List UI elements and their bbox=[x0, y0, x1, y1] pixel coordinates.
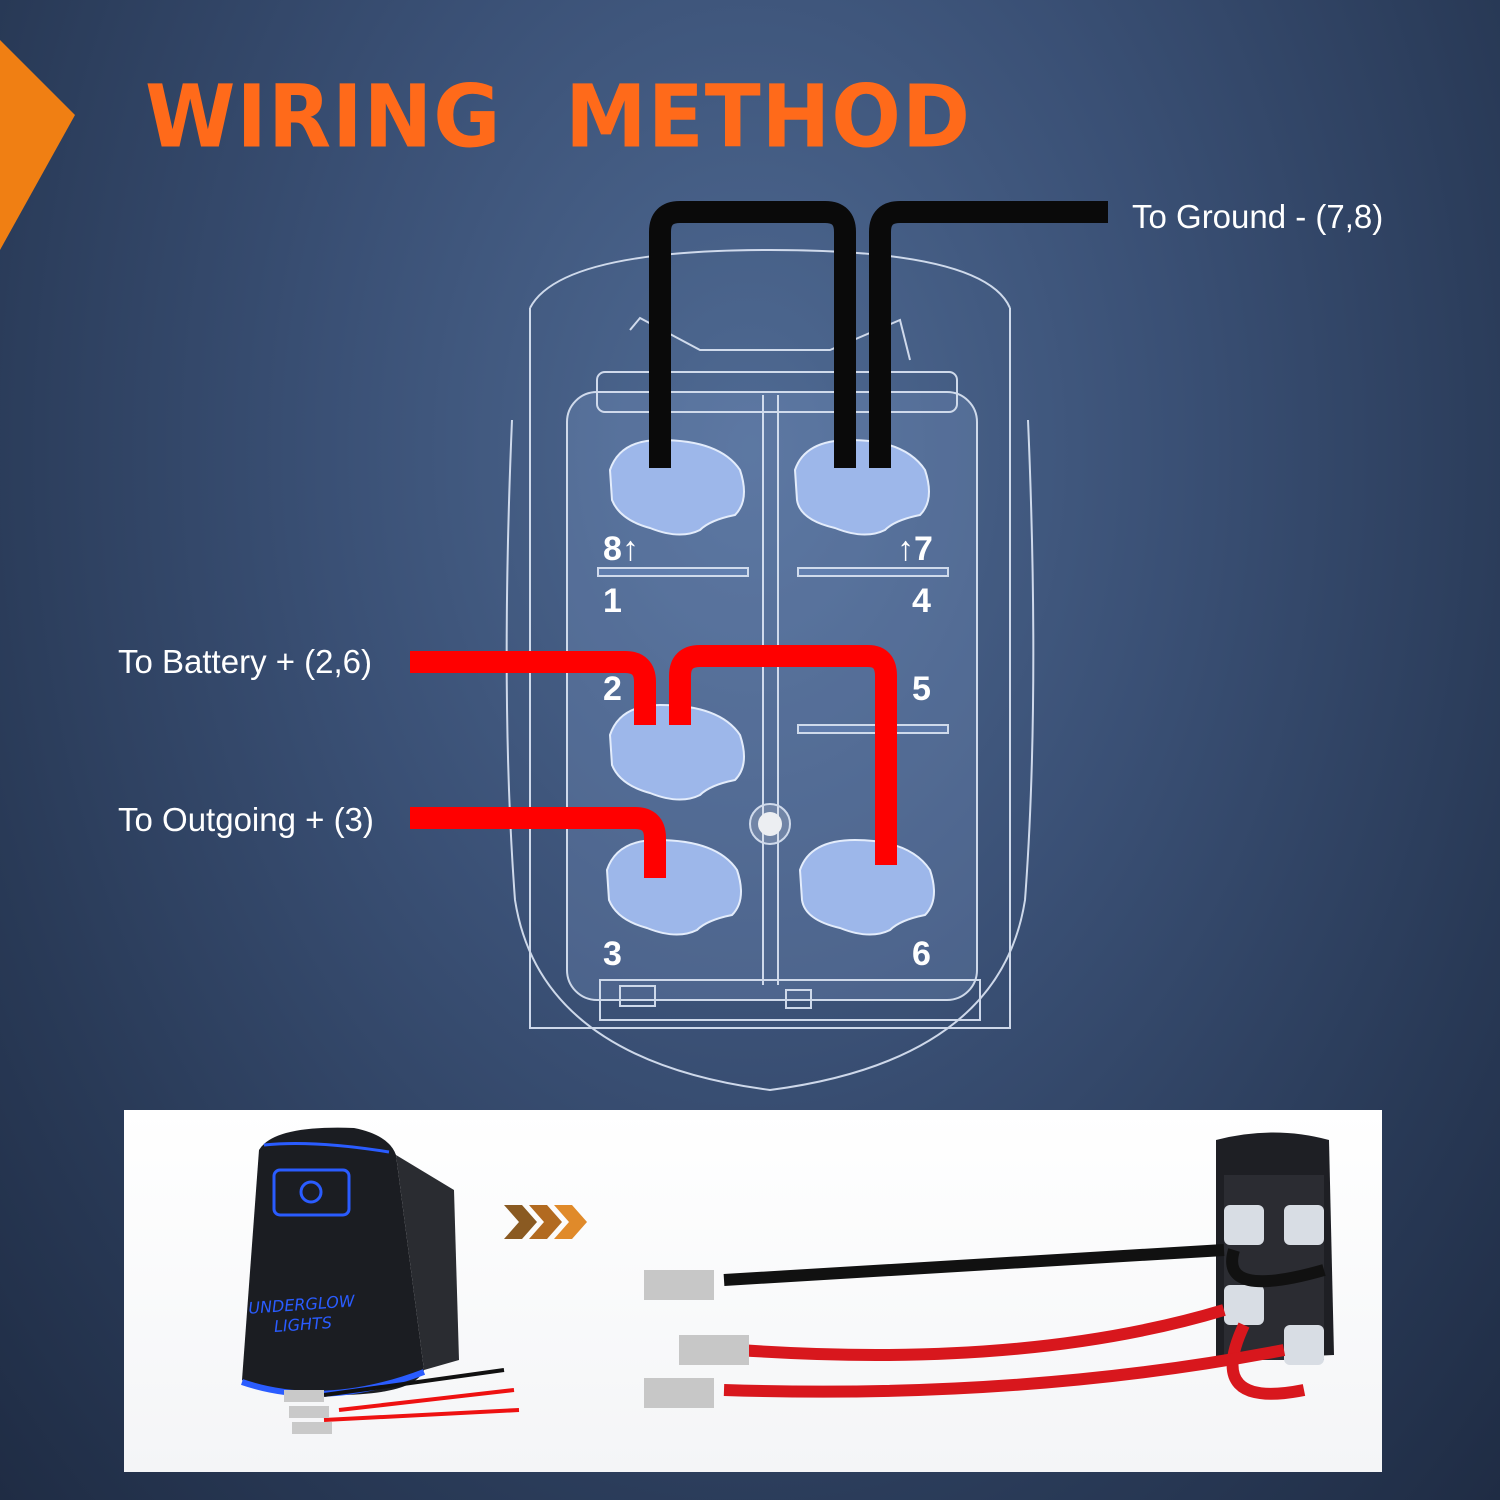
pin-label-5: 5 bbox=[912, 670, 931, 708]
rocker-switch-outline bbox=[410, 201, 1108, 1092]
outgoing-label: To Outgoing + (3) bbox=[118, 801, 374, 838]
corner-tab-icon bbox=[0, 40, 75, 250]
ground-label: To Ground - (7,8) bbox=[1132, 198, 1384, 235]
rocker-switch-product bbox=[241, 1127, 520, 1434]
switch-face-text: UNDERGLOW LIGHTS bbox=[247, 1291, 356, 1336]
chevron-right-icon bbox=[504, 1205, 587, 1239]
product-photo-panel: UNDERGLOW LIGHTS bbox=[124, 1110, 1382, 1472]
terminal-2 bbox=[608, 703, 745, 801]
page-title: WIRING METHOD bbox=[145, 67, 972, 168]
pin-label-4: 4 bbox=[912, 582, 931, 620]
pin-label-3: 3 bbox=[603, 935, 622, 973]
arrow-up-icon: ↑ bbox=[897, 530, 914, 568]
arrow-up-icon: ↑ bbox=[621, 530, 639, 568]
battery-label: To Battery + (2,6) bbox=[118, 643, 373, 680]
pin-label-2: 2 bbox=[603, 670, 622, 708]
pin-label-1: 1 bbox=[603, 582, 622, 620]
pin-label-8: 8↑ bbox=[603, 530, 639, 568]
pin-label-7: ↑7 bbox=[897, 530, 933, 568]
pin-label-6: 6 bbox=[912, 935, 931, 973]
wired-switch-photo bbox=[644, 1132, 1334, 1408]
terminal-6 bbox=[798, 838, 935, 936]
